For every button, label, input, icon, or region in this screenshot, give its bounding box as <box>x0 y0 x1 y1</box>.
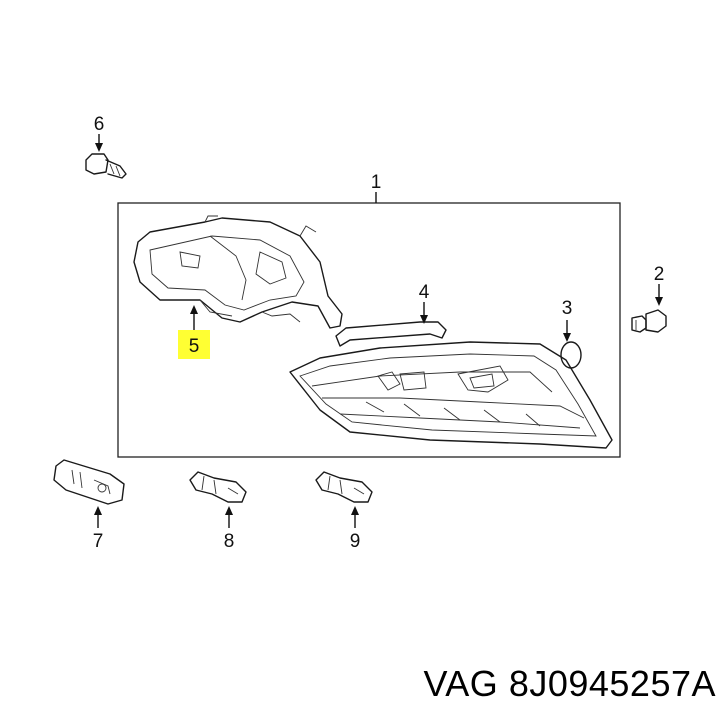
screw-part <box>85 153 127 179</box>
callout-5-arrowhead <box>190 305 198 314</box>
callout-5: 5 <box>189 336 200 357</box>
callout-9-arrowhead <box>351 506 359 515</box>
brand-label: VAG <box>423 663 499 704</box>
callout-4-arrowhead <box>420 315 428 324</box>
callout-6-arrowhead <box>95 143 103 152</box>
callout-2: 2 <box>654 264 665 285</box>
callout-1: 1 <box>371 172 382 193</box>
housing-part <box>133 215 343 329</box>
gasket-strip-part <box>335 321 447 347</box>
callout-3-arrowhead <box>563 333 571 342</box>
callout-8: 8 <box>224 531 235 552</box>
callout-7: 7 <box>93 531 104 552</box>
callout-9: 9 <box>350 531 361 552</box>
callout-8-arrowhead <box>225 506 233 515</box>
tail-lamp-lens-part <box>289 341 613 449</box>
assembly-frame <box>117 202 621 458</box>
bulb-part-8 <box>189 471 247 503</box>
o-ring-part <box>560 341 582 369</box>
part-number-caption: VAG 8J0945257A <box>404 664 716 704</box>
callout-4: 4 <box>419 282 430 303</box>
callout-7-arrowhead <box>94 506 102 515</box>
nut-part <box>631 309 667 333</box>
bulb-part-9 <box>315 471 373 503</box>
callout-5-highlight <box>178 330 210 359</box>
bulb-part-7 <box>53 459 125 505</box>
callout-6: 6 <box>94 114 105 135</box>
callout-2-arrowhead <box>655 297 663 306</box>
part-number-label: 8J0945257A <box>508 663 716 704</box>
callout-3: 3 <box>562 298 573 319</box>
